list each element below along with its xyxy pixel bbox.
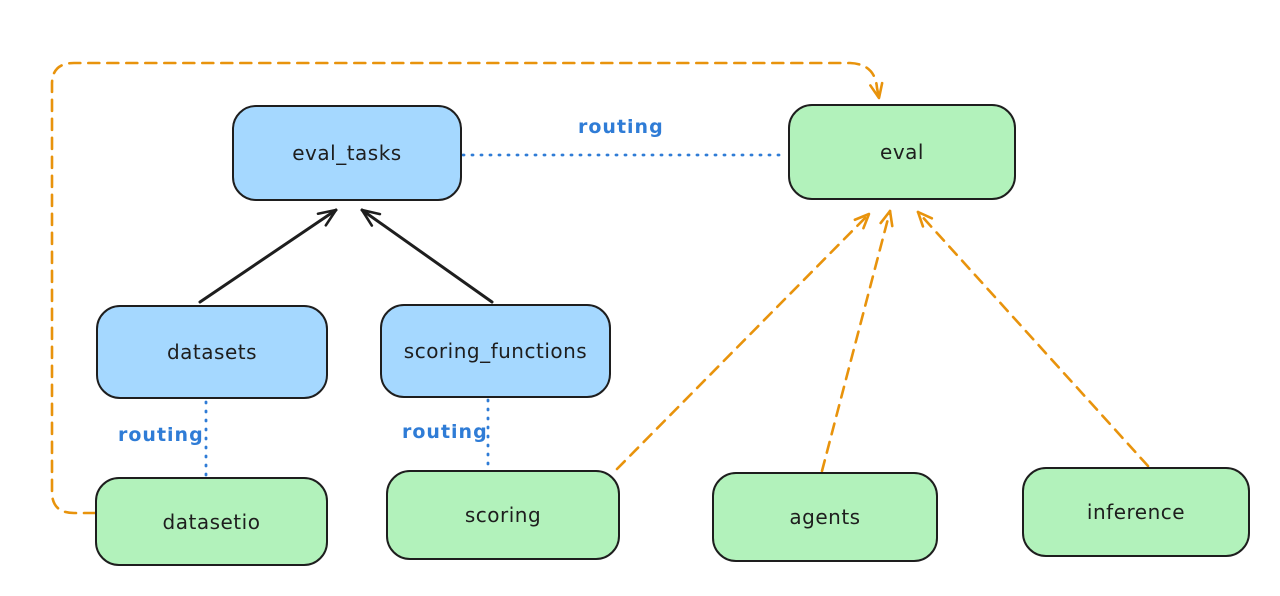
edge-label-routing-datasets-datasetio: routing — [118, 424, 204, 446]
edge-agents-to-eval — [820, 209, 894, 473]
node-datasetio: datasetio — [95, 477, 328, 566]
node-scoring: scoring — [386, 470, 620, 560]
node-agents: agents — [712, 472, 938, 562]
node-eval-tasks: eval_tasks — [232, 105, 462, 201]
node-datasets-label: datasets — [166, 340, 258, 364]
edge-label-routing-scoring-functions-scoring: routing — [402, 421, 488, 443]
node-scoring-functions-label: scoring_functions — [403, 339, 588, 363]
node-eval-label: eval — [880, 140, 924, 164]
node-eval-tasks-label: eval_tasks — [292, 141, 402, 165]
node-scoring-label: scoring — [464, 503, 542, 527]
edge-scoring-to-eval — [615, 212, 871, 471]
node-agents-label: agents — [789, 505, 861, 529]
edge-label-routing-eval-tasks-eval: routing — [578, 116, 664, 138]
node-eval: eval — [788, 104, 1016, 200]
edge-scoring-functions-to-eval-tasks — [360, 208, 494, 304]
edge-inference-to-eval — [916, 210, 1150, 468]
node-datasets: datasets — [96, 305, 328, 399]
node-inference-label: inference — [1086, 500, 1186, 524]
node-inference: inference — [1022, 467, 1250, 557]
node-datasetio-label: datasetio — [162, 509, 261, 534]
node-scoring-functions: scoring_functions — [380, 304, 611, 398]
edge-datasets-to-eval-tasks — [198, 208, 338, 304]
